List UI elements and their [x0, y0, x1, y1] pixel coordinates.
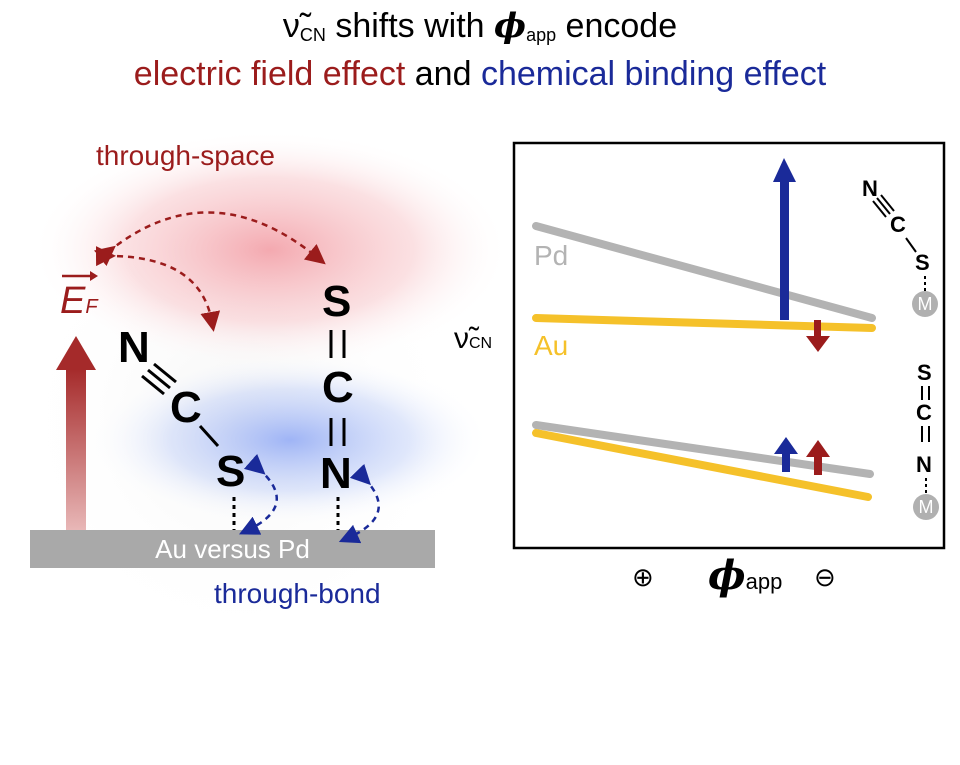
- title-field-effect: electric field effect: [133, 55, 406, 93]
- inset-top-bonds: [872, 194, 917, 253]
- au-line-lower: [532, 429, 872, 501]
- through-space-arrow-long: [93, 211, 326, 267]
- inset-top-atom-n: N: [862, 176, 878, 201]
- binding-arrow-large-shaft: [780, 180, 789, 320]
- vector-arrow-icon: [90, 271, 98, 281]
- surface-label: Au versus Pd: [155, 534, 310, 564]
- inset-top-metal: [912, 291, 938, 317]
- electric-field-arrow-head: [56, 336, 96, 370]
- through-bond-label: through-bond: [214, 578, 381, 609]
- title-binding-effect: chemical binding effect: [480, 55, 827, 93]
- field-arrow-down-head: [806, 336, 830, 352]
- through-space-label: through-space: [96, 140, 276, 171]
- molecule1-bonds: [141, 362, 220, 448]
- inset-top-atom-c: C: [890, 212, 906, 237]
- title-phi-sub: app: [526, 25, 557, 45]
- molecule2-atom-s: S: [322, 277, 352, 326]
- title-nu-sub: CN: [299, 25, 326, 45]
- field-arrow-down-shaft: [814, 320, 821, 340]
- inset-bottom-atom-c: C: [916, 400, 932, 425]
- through-space-arrow-short: [95, 246, 221, 332]
- title-and: and: [405, 55, 481, 93]
- x-axis-symbol: ϕ: [708, 552, 746, 599]
- binding-arrow-large-head: [773, 158, 796, 182]
- inset-bottom-metal-label: M: [918, 497, 934, 517]
- x-axis-positive-sign: ⊕: [632, 562, 654, 592]
- molecule1-atom-s: S: [216, 447, 246, 496]
- binding-arrow-small-shaft: [782, 452, 790, 472]
- molecule1-atom-c: C: [170, 383, 202, 432]
- pd-label: Pd: [534, 240, 569, 271]
- y-axis-sub: CN: [469, 335, 493, 352]
- field-label: EF: [60, 280, 98, 323]
- inset-bottom-atom-s: S: [917, 360, 932, 385]
- y-axis-label: ν̃CN: [454, 322, 492, 356]
- plot-frame: [512, 141, 946, 550]
- title-end: encode: [556, 7, 678, 45]
- through-bond-arrow-left: [238, 453, 278, 535]
- molecule2-atom-c: C: [322, 363, 354, 412]
- title-line-1: ν̃CN shifts with ϕapp encode: [0, 6, 960, 55]
- field-symbol: E: [60, 280, 86, 322]
- through-bond-arrow-right: [338, 463, 380, 544]
- inset-bottom-atom-n: N: [916, 452, 932, 477]
- pd-line-upper: [532, 222, 876, 322]
- molecule2-atom-n: N: [320, 449, 352, 498]
- inset-bottom-metal: [913, 494, 939, 520]
- au-label: Au: [534, 330, 569, 361]
- electric-field-arrow-shaft: [66, 368, 86, 530]
- binding-arrow-small-head: [774, 437, 798, 454]
- field-sub: F: [85, 296, 98, 318]
- title-mid: shifts with: [325, 7, 495, 45]
- x-axis-negative-sign: ⊖: [814, 562, 836, 592]
- field-arrow-up-head: [806, 440, 830, 457]
- inset-top-metal-label: M: [917, 294, 933, 314]
- title-nu-symbol: ν̃: [282, 7, 300, 45]
- field-arrow-up-shaft: [814, 455, 822, 475]
- molecule1-atom-n: N: [118, 323, 150, 372]
- x-axis-sub: app: [745, 569, 783, 594]
- x-axis-label: ϕapp: [708, 552, 782, 599]
- title-line-2: electric field effect and chemical bindi…: [0, 54, 960, 94]
- inset-bottom-bonds: [921, 386, 930, 442]
- title-phi-symbol: ϕ: [494, 6, 527, 46]
- molecule2-bonds: [329, 330, 346, 446]
- through-bond-glow: [90, 355, 490, 525]
- y-axis-symbol: ν̃: [454, 322, 469, 355]
- inset-top-atom-s: S: [915, 250, 930, 275]
